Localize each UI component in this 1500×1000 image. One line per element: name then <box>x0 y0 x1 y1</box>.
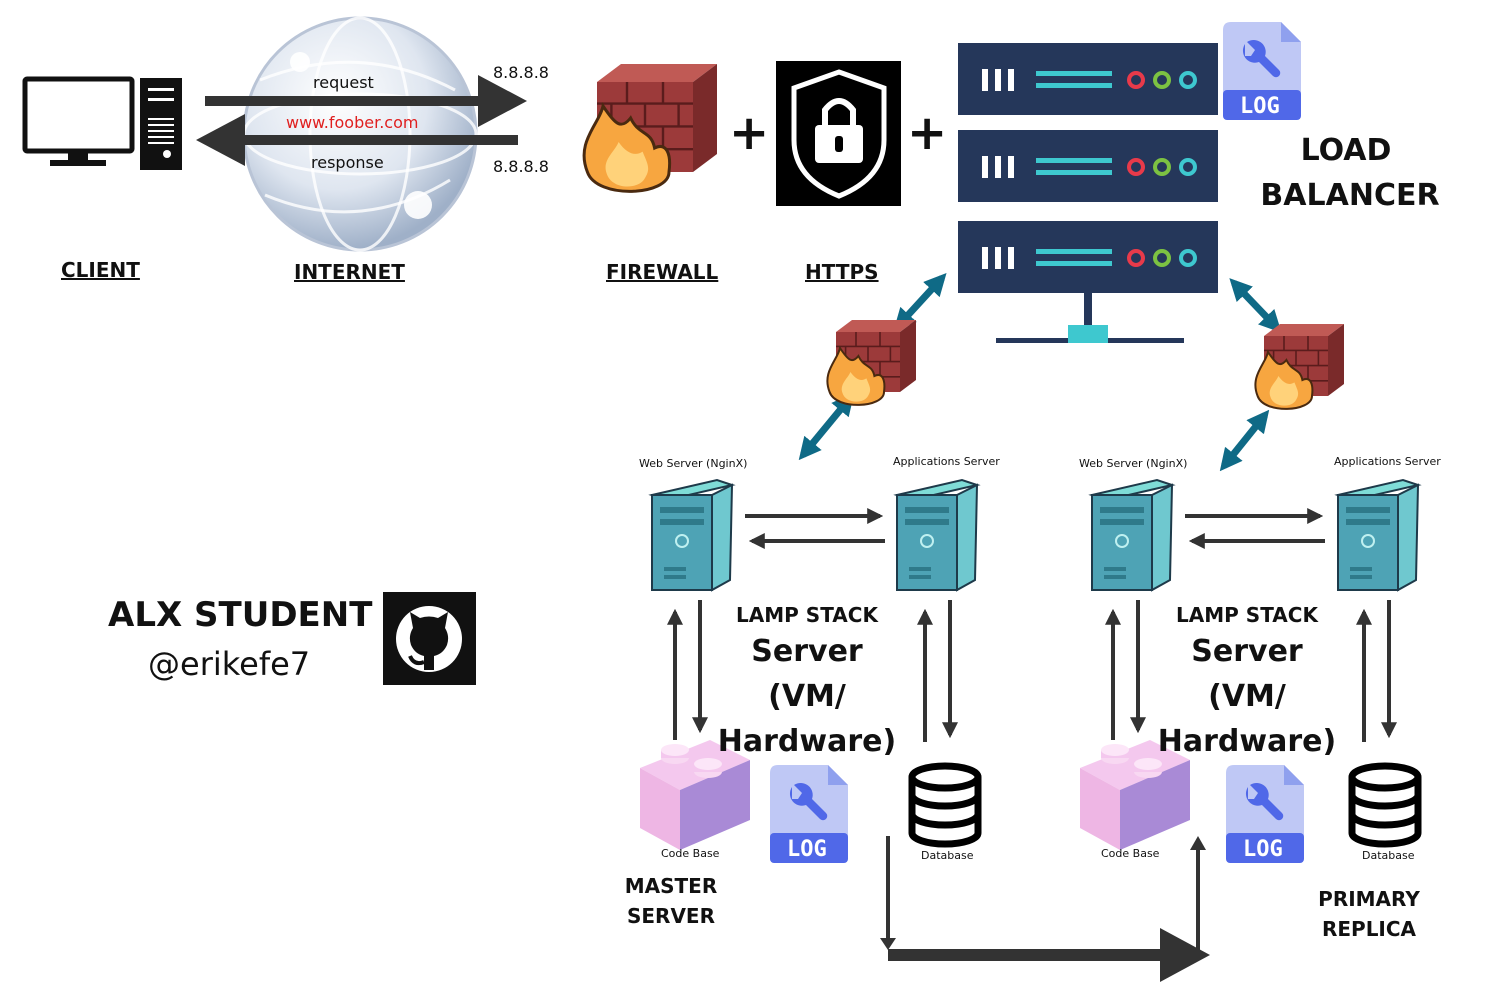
right-lamp-stack-title: LAMP STACK <box>1176 603 1318 627</box>
right-database-label: Database <box>1362 849 1415 862</box>
right-log-badge-text: LOG <box>1243 837 1283 862</box>
right-server-line2: (VM/ <box>1208 679 1286 714</box>
https-label: HTTPS <box>805 260 879 284</box>
right-server-line1: Server <box>1191 634 1303 669</box>
internet-globe-icon <box>242 16 478 252</box>
left-firewall-web-arrow <box>798 392 855 461</box>
author-title: ALX STUDENT <box>108 595 373 635</box>
right-server-line3: Hardware) <box>1157 724 1337 759</box>
firewall-label: FIREWALL <box>606 260 719 284</box>
response-ip-label: 8.8.8.8 <box>493 157 549 176</box>
right-database-icon <box>1352 766 1418 844</box>
left-code-base-label: Code Base <box>661 847 720 860</box>
left-app-server-icon <box>896 479 978 591</box>
domain-label: www.foober.com <box>286 113 419 132</box>
left-log-badge-text: LOG <box>787 837 827 862</box>
right-firewall-web-arrow <box>1219 409 1270 472</box>
plus-sign-2: + <box>907 105 948 161</box>
github-logo-icon <box>383 592 476 685</box>
left-role-line2: SERVER <box>626 904 715 928</box>
left-firewall-icon <box>826 318 918 406</box>
load-balancer-icon <box>958 43 1218 343</box>
request-ip-label: 8.8.8.8 <box>493 63 549 82</box>
right-app-server-label: Applications Server <box>1334 455 1441 468</box>
client-computer-icon <box>22 76 182 170</box>
right-firewall-icon <box>1254 322 1346 410</box>
load-balancer-title-line1: LOAD <box>1300 133 1392 168</box>
left-web-server-icon <box>651 479 733 591</box>
author-handle: @erikefe7 <box>148 645 311 683</box>
right-app-server-icon <box>1337 479 1419 591</box>
lb-right-firewall-arrow <box>1229 278 1282 333</box>
left-server-line2: (VM/ <box>768 679 846 714</box>
internet-label: INTERNET <box>294 260 405 284</box>
right-role-line2: REPLICA <box>1321 917 1417 941</box>
left-app-server-label: Applications Server <box>893 455 1000 468</box>
right-web-server-label: Web Server (NginX) <box>1079 457 1188 470</box>
left-role-line1: MASTER <box>624 874 718 898</box>
load-balancer-title-line2: BALANCER <box>1260 178 1440 213</box>
replication-arrow <box>880 836 1210 982</box>
firewall-icon <box>582 62 719 193</box>
response-label: response <box>311 153 384 172</box>
plus-sign-1: + <box>729 105 770 161</box>
load-balancer-log-badge-text: LOG <box>1240 94 1280 119</box>
right-role-line1: PRIMARY <box>1318 887 1420 911</box>
lb-left-firewall-arrow <box>893 273 947 331</box>
right-code-base-label: Code Base <box>1101 847 1160 860</box>
https-shield-icon <box>776 61 901 206</box>
right-web-server-icon <box>1091 479 1173 591</box>
left-database-icon <box>912 766 978 844</box>
left-server-line1: Server <box>751 634 863 669</box>
request-label: request <box>313 73 374 92</box>
left-database-label: Database <box>921 849 974 862</box>
left-server-line3: Hardware) <box>717 724 897 759</box>
left-web-server-label: Web Server (NginX) <box>639 457 748 470</box>
left-lamp-stack-title: LAMP STACK <box>736 603 878 627</box>
client-label: CLIENT <box>61 258 140 282</box>
